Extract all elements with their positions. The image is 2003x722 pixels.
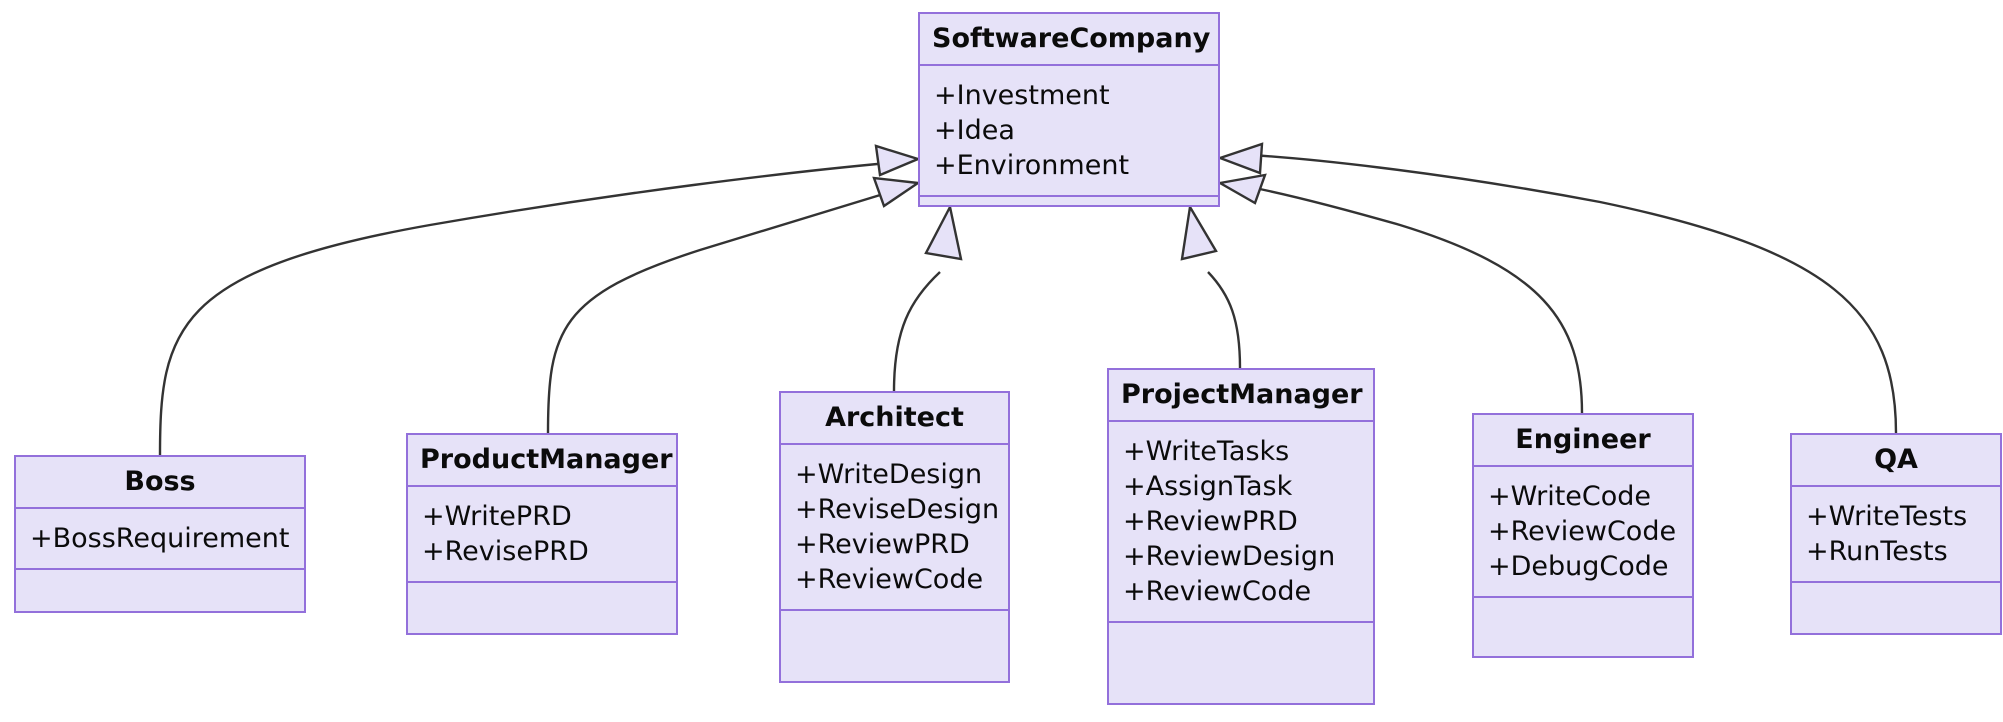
- attribute-row: +RevisePRD: [422, 536, 589, 567]
- class-node-architect[interactable]: Architect +WriteDesign +ReviseDesign +Re…: [779, 391, 1010, 683]
- attribute-row: +ReviewCode: [795, 564, 984, 595]
- class-methods-software-company: [920, 197, 1218, 217]
- class-title-software-company: SoftwareCompany: [920, 14, 1218, 66]
- attribute-row: +ReviewPRD: [1123, 506, 1298, 537]
- inheritance-arrowhead: [1216, 173, 1267, 205]
- class-methods-boss: [16, 570, 304, 611]
- attribute-row: +ReviseDesign: [795, 494, 1000, 525]
- class-attributes-software-company: +Investment +Idea +Environment: [920, 66, 1218, 197]
- class-attributes-qa: +WriteTests +RunTests: [1792, 487, 2000, 583]
- class-title-product-manager: ProductManager: [408, 435, 676, 487]
- attribute-row: +Environment: [934, 150, 1130, 181]
- attribute-row: +WriteDesign: [795, 459, 983, 490]
- class-methods-project-manager: [1109, 623, 1373, 703]
- attribute-row: +WriteTasks: [1123, 436, 1290, 467]
- class-title-architect: Architect: [781, 393, 1008, 445]
- class-attributes-engineer: +WriteCode +ReviewCode +DebugCode: [1474, 467, 1692, 598]
- inheritance-arrowhead: [874, 144, 922, 177]
- class-attributes-product-manager: +WritePRD +RevisePRD: [408, 487, 676, 583]
- class-node-product-manager[interactable]: ProductManager +WritePRD +RevisePRD: [406, 433, 678, 635]
- attribute-row: +Idea: [934, 115, 1015, 146]
- class-attributes-project-manager: +WriteTasks +AssignTask +ReviewPRD +Revi…: [1109, 422, 1373, 623]
- class-title-qa: QA: [1792, 435, 2000, 487]
- attribute-row: +ReviewPRD: [795, 529, 970, 560]
- attribute-row: +ReviewCode: [1488, 516, 1677, 547]
- class-attributes-boss: +BossRequirement: [16, 509, 304, 570]
- class-title-project-manager: ProjectManager: [1109, 370, 1373, 422]
- attribute-row: +WritePRD: [422, 501, 572, 532]
- attribute-row: +DebugCode: [1488, 551, 1669, 582]
- class-methods-product-manager: [408, 583, 676, 633]
- attribute-row: +WriteCode: [1488, 481, 1652, 512]
- class-title-engineer: Engineer: [1474, 415, 1692, 467]
- class-methods-qa: [1792, 583, 2000, 633]
- attribute-row: +ReviewCode: [1123, 576, 1312, 607]
- class-methods-engineer: [1474, 598, 1692, 656]
- attribute-row: +Investment: [934, 80, 1110, 111]
- inheritance-arrowhead: [1216, 142, 1264, 175]
- class-node-project-manager[interactable]: ProjectManager +WriteTasks +AssignTask +…: [1107, 368, 1375, 705]
- class-node-boss[interactable]: Boss +BossRequirement: [14, 455, 306, 613]
- class-node-software-company[interactable]: SoftwareCompany +Investment +Idea +Envir…: [918, 12, 1220, 207]
- attribute-row: +WriteTests: [1806, 501, 1968, 532]
- attribute-row: +RunTests: [1806, 536, 1948, 567]
- attribute-row: +BossRequirement: [30, 523, 290, 554]
- class-node-engineer[interactable]: Engineer +WriteCode +ReviewCode +DebugCo…: [1472, 413, 1694, 658]
- attribute-row: +AssignTask: [1123, 471, 1293, 502]
- edge-architect-to-company: [892, 203, 963, 392]
- attribute-row: +ReviewDesign: [1123, 541, 1336, 572]
- inheritance-arrowhead: [872, 176, 922, 208]
- class-attributes-architect: +WriteDesign +ReviseDesign +ReviewPRD +R…: [781, 445, 1008, 611]
- class-node-qa[interactable]: QA +WriteTests +RunTests: [1790, 433, 2002, 635]
- edge-projectmanager-to-company: [1180, 203, 1242, 369]
- class-title-boss: Boss: [16, 457, 304, 509]
- class-methods-architect: [781, 611, 1008, 681]
